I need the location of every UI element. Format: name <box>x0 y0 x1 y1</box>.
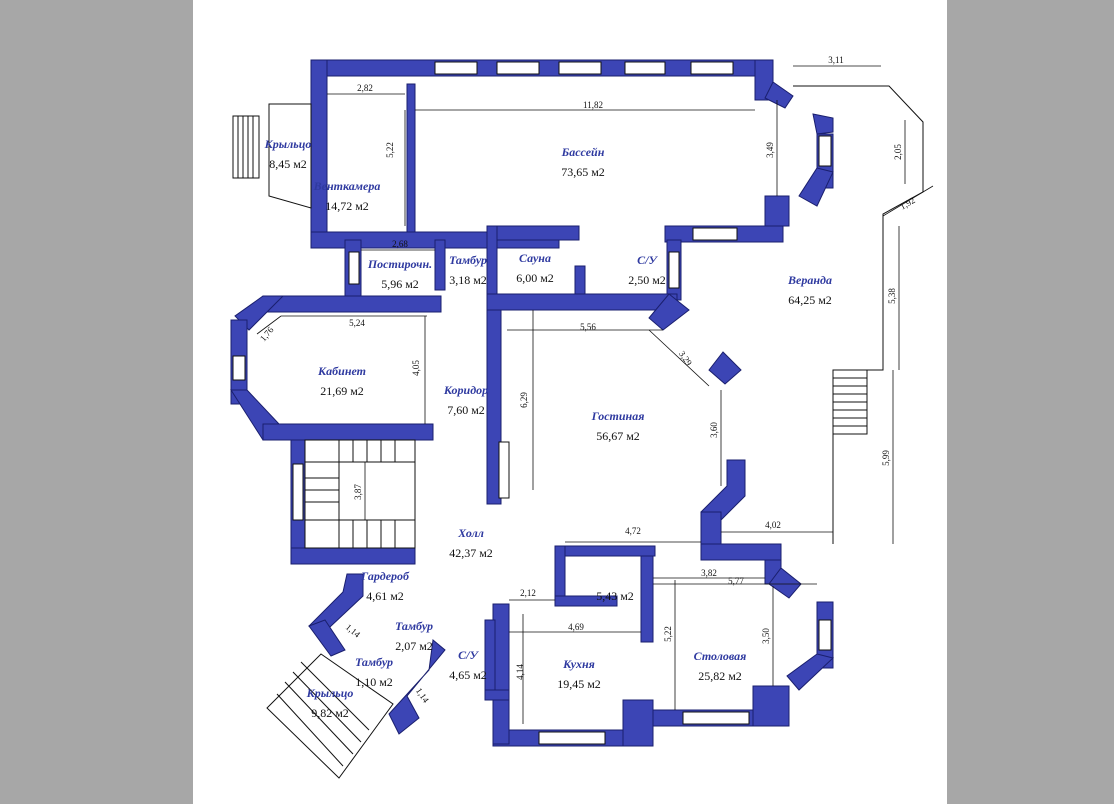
dimension-label: 3,50 <box>761 628 771 644</box>
dimension-label: 1,76 <box>258 324 276 343</box>
room-area-stolovaya: 25,82 м2 <box>698 669 742 683</box>
room-area-tambur-1: 3,18 м2 <box>449 273 487 287</box>
room-name-basseyn: Бассейн <box>561 145 605 159</box>
dimension-label: 2,82 <box>357 83 373 93</box>
room-area-holl: 42,37 м2 <box>449 546 493 560</box>
floor-plan: Крыльцо 8,45 м2 Венткамера 14,72 м2 Бассейн 7… <box>230 55 934 779</box>
room-area-basseyn: 73,65 м2 <box>561 165 605 179</box>
dimension-label: 11,82 <box>583 100 603 110</box>
room-name-tambur-3: Тамбур <box>355 655 393 669</box>
windows <box>232 61 832 745</box>
room-name-holl: Холл <box>457 526 484 540</box>
plan-sheet: Крыльцо 8,45 м2 Венткамера 14,72 м2 Бассейн 7… <box>193 0 947 804</box>
room-name-sauna: Сауна <box>519 251 551 265</box>
dimension-label: 2,68 <box>392 239 408 249</box>
porches <box>232 85 924 779</box>
room-area-pantry: 5,43 м2 <box>596 589 634 603</box>
dimension-label: 1,14 <box>414 686 432 705</box>
dimension-label: 1,14 <box>344 622 363 640</box>
dimension-label: 2,12 <box>520 588 536 598</box>
room-labels: Крыльцо 8,45 м2 Венткамера 14,72 м2 Бассейн 7… <box>264 137 832 720</box>
dimension-label: 4,02 <box>765 520 781 530</box>
room-area-krylco-bottom: 9,82 м2 <box>311 706 349 720</box>
room-name-tambur-2: Тамбур <box>395 619 433 633</box>
dimension-label: 5,56 <box>580 322 596 332</box>
dimension-lines <box>256 65 934 724</box>
dimension-label: 3,87 <box>353 484 363 500</box>
dimension-label: 6,29 <box>519 392 529 408</box>
room-area-krylco-top: 8,45 м2 <box>269 157 307 171</box>
room-name-stolovaya: Столовая <box>694 649 747 663</box>
room-name-kuhnya: Кухня <box>562 657 595 671</box>
dimension-label: 4,72 <box>625 526 641 536</box>
dimension-label: 4,69 <box>568 622 584 632</box>
room-name-ventkamera: Венткамера <box>313 179 381 193</box>
room-name-tambur-1: Тамбур <box>449 253 487 267</box>
room-name-koridor: Коридор <box>443 383 488 397</box>
room-area-su-1: 2,50 м2 <box>628 273 666 287</box>
room-name-gostinaya: Гостиная <box>591 409 645 423</box>
room-area-su-2: 4,65 м2 <box>449 668 487 682</box>
dimension-label: 2,05 <box>893 144 903 160</box>
room-name-krylco-top: Крыльцо <box>264 137 312 151</box>
room-area-sauna: 6,00 м2 <box>516 271 554 285</box>
room-area-veranda: 64,25 м2 <box>788 293 832 307</box>
room-area-kabinet: 21,69 м2 <box>320 384 364 398</box>
dimension-label: 3,60 <box>709 422 719 438</box>
room-name-krylco-bottom: Крыльцо <box>306 686 354 700</box>
room-name-postirochn: Постирочн. <box>367 257 432 271</box>
room-area-postirochn: 5,96 м2 <box>381 277 419 291</box>
dimension-label: 5,99 <box>881 450 891 466</box>
room-name-kabinet: Кабинет <box>317 364 366 378</box>
dimension-label: 5,22 <box>663 626 673 642</box>
room-name-garderob: Гардероб <box>360 569 410 583</box>
dimension-label: 3,11 <box>828 55 843 65</box>
dimension-label: 3,49 <box>765 142 775 158</box>
dimension-label: 4,05 <box>411 360 421 376</box>
dimension-label: 4,14 <box>515 664 525 680</box>
dimension-label: 5,77 <box>728 576 744 586</box>
room-name-veranda: Веранда <box>787 273 832 287</box>
dimension-label: 5,38 <box>887 288 897 304</box>
room-name-su-2: С/У <box>458 648 479 662</box>
room-area-garderob: 4,61 м2 <box>366 589 404 603</box>
room-area-ventkamera: 14,72 м2 <box>325 199 369 213</box>
room-name-su-1: С/У <box>637 253 658 267</box>
walls <box>230 59 835 747</box>
dimension-label: 3,82 <box>701 568 717 578</box>
room-area-koridor: 7,60 м2 <box>447 403 485 417</box>
room-area-tambur-3: 1,10 м2 <box>355 675 393 689</box>
dimension-label: 5,24 <box>349 318 365 328</box>
dimension-label: 5,22 <box>385 142 395 158</box>
room-area-tambur-2: 2,07 м2 <box>395 639 433 653</box>
room-area-kuhnya: 19,45 м2 <box>557 677 601 691</box>
room-area-gostinaya: 56,67 м2 <box>596 429 640 443</box>
